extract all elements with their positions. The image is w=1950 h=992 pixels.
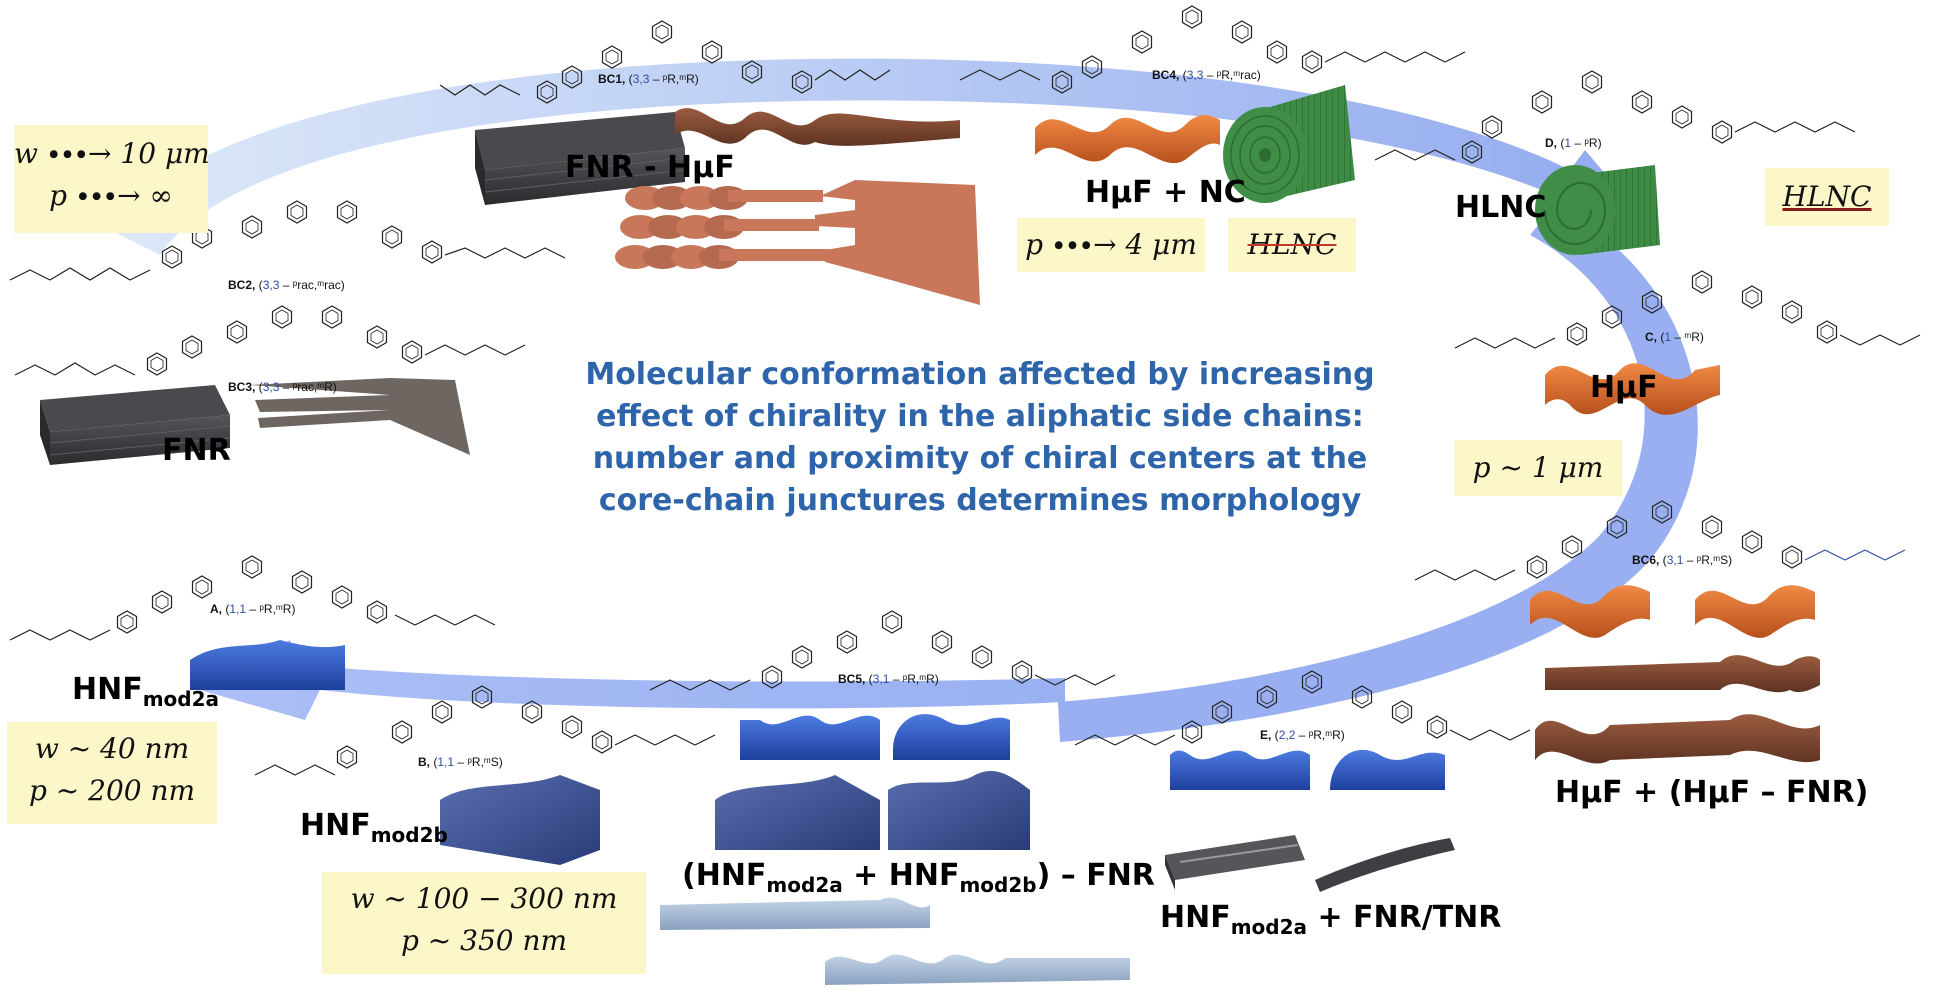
molecule-bc3 [14, 305, 526, 376]
hnf-mod2b-block [440, 775, 600, 865]
blue-helix-bc5-1 [740, 715, 880, 760]
morph-hlnc: HLNC [1455, 190, 1547, 225]
label-bc3: BC3, (3,3 – ᵖrac,ᵐR) [228, 380, 337, 394]
molecule-bc4 [959, 5, 1466, 94]
label-bc1: BC1, (3,3 – ᵖR,ᵐR) [598, 72, 699, 86]
label-bc5: BC5, (3,1 – ᵖR,ᵐR) [838, 672, 939, 686]
molecule-bc5 [649, 610, 1116, 691]
green-scroll-hlnc [1535, 165, 1660, 255]
lightblue-ribbon-2 [825, 954, 1130, 985]
morph-hnf-mix: (HNFmod2a + HNFmod2b) – FNR [682, 858, 1155, 897]
molecule-d [1374, 70, 1856, 164]
morph-hnf-fnr-tnr: HNFmod2a + FNR/TNR [1160, 900, 1502, 939]
orange-twist-nc [1035, 115, 1220, 164]
gray-ribbon-tnr-right [1315, 838, 1455, 892]
hnf-mod2a-block [190, 640, 345, 690]
morph-hmf-nc: HμF + NC [1085, 175, 1246, 210]
label-c: C, (1 – ᵐR) [1645, 330, 1704, 344]
brown-ribbon-bottom [1535, 714, 1820, 764]
brown-ribbon-mid [1545, 655, 1820, 693]
center-line-1: Molecular conformation affected by incre… [585, 357, 1375, 392]
molecule-bc6 [1414, 500, 1906, 581]
molecule-e [1074, 670, 1531, 746]
note-hlnc-struck: HLNC [1228, 218, 1356, 272]
label-bc4: BC4, (3,3 – ᵖR,ᵐrac) [1152, 68, 1261, 82]
label-a: A, (1,1 – ᵖR,ᵐR) [210, 602, 296, 616]
orange-twist-bc6-right [1695, 585, 1815, 638]
molecule-bc2 [9, 200, 566, 281]
gray-split-ribbon [250, 378, 470, 455]
morph-hnf-mod2a: HNFmod2a [72, 672, 220, 711]
morph-hmf-mix: HμF + (HμF – FNR) [1555, 775, 1869, 810]
blue-helix-e-left [1170, 750, 1310, 790]
center-line-2: effect of chirality in the aliphatic sid… [596, 399, 1364, 434]
fnr-dark-stack-left [40, 385, 231, 465]
molecule-b [254, 685, 716, 776]
label-bc6: BC6, (3,1 – ᵖR,ᵐS) [1632, 553, 1733, 567]
label-bc2: BC2, (3,3 – ᵖrac,ᵐrac) [228, 278, 345, 292]
molecule-a [9, 555, 496, 641]
fnr-dark-stack-top [475, 112, 686, 205]
gray-ribbon-tnr-left [1165, 835, 1305, 890]
note-w40-p200: w ~ 40 nm p ~ 200 nm [7, 722, 217, 824]
blue-helix-bc5-4 [888, 770, 1030, 850]
cycle-arrow-upper [110, 58, 1640, 255]
center-statement: Molecular conformation affected by incre… [520, 354, 1440, 522]
label-d: D, (1 – ᵖR) [1545, 136, 1602, 150]
note-p1: p ~ 1 μm [1454, 440, 1622, 496]
note-w10-pinf: w ∙∙∙→ 10 μm p ∙∙∙→ ∞ [14, 125, 210, 233]
morph-hmf: HμF [1590, 370, 1658, 405]
note-p4: p ∙∙∙→ 4 μm [1017, 218, 1205, 272]
blue-helix-bc5-3 [715, 775, 880, 850]
cycle-arrow-lower [200, 640, 1065, 720]
morph-fnr-hmf: FNR - HμF [565, 150, 735, 185]
blue-helix-bc5-2 [893, 714, 1010, 760]
orange-twist-bc6-left [1530, 585, 1650, 638]
molecule-bc1 [439, 20, 891, 104]
label-e: E, (2,2 – ᵖR,ᵐR) [1260, 728, 1345, 742]
morph-hnf-mod2b: HNFmod2b [300, 808, 448, 847]
brown-twist-top [675, 108, 960, 146]
molecule-c [1454, 270, 1921, 349]
note-hlnc: HLNC [1765, 168, 1889, 226]
center-line-3: number and proximity of chiral centers a… [592, 441, 1368, 476]
note-w100-p350: w ~ 100 − 300 nm p ~ 350 nm [322, 872, 646, 974]
morph-fnr: FNR [162, 433, 231, 468]
green-nanocylinder-top [1223, 85, 1355, 203]
center-line-4: core-chain junctures determines morpholo… [598, 483, 1362, 518]
orange-twist-right [1545, 363, 1720, 415]
label-b: B, (1,1 – ᵖR,ᵐS) [418, 755, 503, 769]
lightblue-ribbon-1 [660, 897, 930, 930]
salmon-split-ribbon [615, 180, 980, 305]
blue-helix-e-right [1330, 749, 1445, 790]
